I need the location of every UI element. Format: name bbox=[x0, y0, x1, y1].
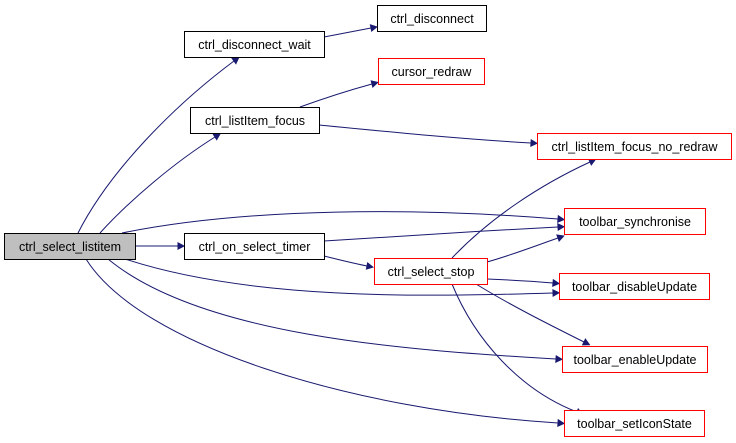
node-ctrl_select_listitem[interactable]: ctrl_select_listitem bbox=[4, 233, 136, 260]
edge-arrowhead bbox=[557, 222, 566, 232]
node-label: ctrl_select_listitem bbox=[19, 240, 121, 254]
node-box bbox=[378, 58, 485, 85]
edge-arrowhead bbox=[557, 214, 566, 223]
node-label: toolbar_synchronise bbox=[579, 215, 691, 229]
node-label: toolbar_setIconState bbox=[577, 417, 692, 431]
edge-ctrl_select_listitem-to-toolbar_synchronise bbox=[121, 211, 566, 234]
edge-arrowhead bbox=[370, 80, 379, 89]
edge-ctrl_select_stop-to-toolbar_synchronise bbox=[486, 234, 565, 263]
node-label: toolbar_disableUpdate bbox=[572, 280, 697, 294]
edge-arrowhead bbox=[552, 288, 561, 298]
edge-ctrl_listItem_focus-to-cursor_redraw bbox=[299, 80, 379, 108]
node-ctrl_listItem_focus[interactable]: ctrl_listItem_focus bbox=[190, 107, 320, 134]
edge-line bbox=[451, 161, 591, 259]
edge-ctrl_select_stop-to-toolbar_enableUpdate bbox=[475, 283, 591, 346]
edge-ctrl_on_select_timer-to-toolbar_synchronise bbox=[323, 222, 566, 242]
node-label: ctrl_select_stop bbox=[388, 265, 475, 279]
edge-line bbox=[121, 211, 559, 234]
edge-line bbox=[486, 278, 554, 284]
edge-arrowhead bbox=[530, 138, 539, 148]
edge-arrowhead bbox=[177, 241, 186, 251]
edge-line bbox=[299, 83, 373, 108]
node-ctrl_disconnect_wait[interactable]: ctrl_disconnect_wait bbox=[184, 31, 325, 58]
edge-arrowhead bbox=[552, 278, 561, 287]
node-box bbox=[190, 107, 320, 134]
node-ctrl_on_select_timer[interactable]: ctrl_on_select_timer bbox=[184, 233, 325, 260]
edge-line bbox=[99, 136, 216, 234]
node-box bbox=[4, 233, 136, 260]
edge-line bbox=[85, 258, 559, 424]
node-toolbar_enableUpdate[interactable]: toolbar_enableUpdate bbox=[562, 346, 708, 373]
edge-line bbox=[475, 283, 585, 343]
edge-arrowhead bbox=[557, 418, 566, 427]
edge-arrowhead bbox=[369, 24, 378, 33]
edges-layer bbox=[77, 24, 597, 427]
node-box bbox=[184, 233, 325, 260]
edge-arrowhead bbox=[555, 354, 564, 364]
node-label: ctrl_on_select_timer bbox=[199, 240, 311, 254]
node-box bbox=[374, 258, 488, 285]
edge-line bbox=[318, 124, 532, 144]
node-box bbox=[562, 346, 708, 373]
edge-arrowhead bbox=[556, 234, 565, 242]
edge-arrowhead bbox=[212, 133, 222, 141]
node-ctrl_listItem_focus_no_redraw[interactable]: ctrl_listItem_focus_no_redraw bbox=[537, 133, 732, 160]
edge-ctrl_select_listitem-to-toolbar_disableUpdate bbox=[124, 258, 561, 298]
edge-ctrl_select_listitem-to-toolbar_enableUpdate bbox=[107, 258, 564, 364]
edge-line bbox=[451, 283, 578, 413]
node-cursor_redraw[interactable]: cursor_redraw bbox=[378, 58, 485, 85]
edge-line bbox=[323, 226, 559, 242]
node-box bbox=[559, 273, 710, 300]
edge-arrowhead bbox=[581, 338, 591, 346]
edge-arrowhead bbox=[365, 261, 374, 270]
node-box bbox=[564, 410, 705, 437]
edge-arrowhead bbox=[231, 56, 240, 65]
edge-line bbox=[107, 258, 557, 360]
node-ctrl_disconnect[interactable]: ctrl_disconnect bbox=[377, 5, 487, 32]
node-box bbox=[377, 5, 487, 32]
edge-line bbox=[486, 237, 559, 263]
node-box bbox=[564, 208, 706, 235]
edge-ctrl_select_listitem-to-ctrl_disconnect_wait bbox=[77, 56, 240, 234]
nodes-layer: ctrl_select_listitem ctrl_disconnect_wait… bbox=[4, 5, 732, 437]
edge-line bbox=[323, 255, 368, 267]
node-box bbox=[184, 31, 325, 58]
edge-ctrl_select_listitem-to-ctrl_listItem_focus bbox=[99, 133, 222, 234]
edge-line bbox=[124, 258, 554, 296]
edge-ctrl_on_select_timer-to-ctrl_select_stop bbox=[323, 255, 374, 270]
edge-ctrl_select_listitem-to-ctrl_on_select_timer bbox=[135, 241, 186, 251]
node-toolbar_synchronise[interactable]: toolbar_synchronise bbox=[564, 208, 706, 235]
node-label: ctrl_listItem_focus bbox=[205, 114, 305, 128]
node-toolbar_setIconState[interactable]: toolbar_setIconState bbox=[564, 410, 705, 437]
node-label: ctrl_listItem_focus_no_redraw bbox=[551, 140, 718, 154]
node-label: ctrl_disconnect bbox=[390, 12, 474, 26]
node-label: cursor_redraw bbox=[392, 65, 473, 79]
node-label: ctrl_disconnect_wait bbox=[198, 38, 311, 52]
edge-ctrl_disconnect_wait-to-ctrl_disconnect bbox=[323, 24, 378, 38]
node-label: toolbar_enableUpdate bbox=[573, 353, 696, 367]
edge-line bbox=[323, 27, 372, 38]
edge-ctrl_select_stop-to-toolbar_disableUpdate bbox=[486, 278, 561, 287]
node-ctrl_select_stop[interactable]: ctrl_select_stop bbox=[374, 258, 488, 285]
edge-ctrl_listItem_focus-to-ctrl_listItem_focus_no_redraw bbox=[318, 124, 539, 148]
node-box bbox=[537, 133, 732, 160]
edge-ctrl_select_listitem-to-toolbar_setIconState bbox=[85, 258, 566, 427]
node-toolbar_disableUpdate[interactable]: toolbar_disableUpdate bbox=[559, 273, 710, 300]
edge-line bbox=[77, 60, 235, 234]
